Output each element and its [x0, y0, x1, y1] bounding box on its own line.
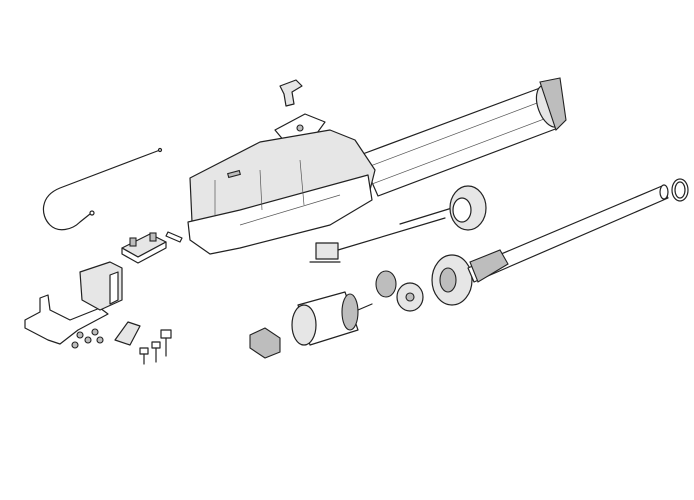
bracket-small [121, 232, 167, 264]
gear-medium [396, 282, 424, 312]
tube [359, 87, 559, 197]
housing [187, 129, 376, 255]
encoder-disc [399, 185, 487, 231]
gear-small [375, 270, 397, 298]
clip [114, 321, 141, 346]
ring [671, 178, 689, 202]
mounting-bracket [24, 261, 123, 349]
limit-switch [309, 217, 446, 263]
gear-large [431, 254, 473, 306]
connector [249, 327, 281, 359]
pin [165, 231, 183, 243]
cable [42, 147, 163, 231]
release-key [279, 79, 303, 107]
motor [291, 291, 373, 346]
worm-screw [467, 184, 669, 283]
end-cap [535, 77, 567, 132]
bolts [139, 329, 172, 365]
